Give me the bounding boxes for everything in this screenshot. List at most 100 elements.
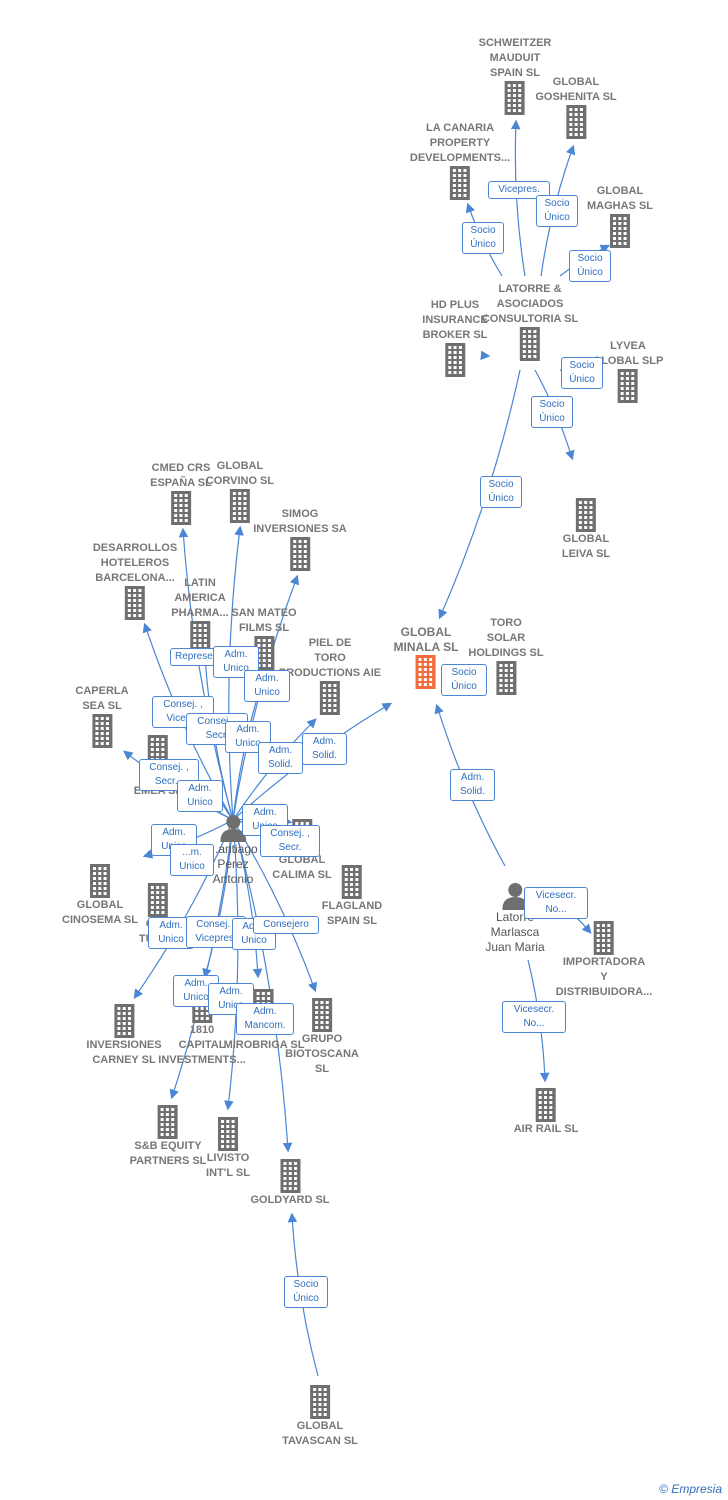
relationship-label-e25[interactable]: ...m.Unico bbox=[170, 844, 214, 876]
building-icon bbox=[576, 498, 596, 532]
footer[interactable]: © Empresia bbox=[659, 1482, 722, 1496]
building-icon bbox=[610, 214, 630, 248]
relationship-label-e9[interactable]: Adm.Solid. bbox=[450, 769, 495, 801]
company-name[interactable]: GOLDYARD SL bbox=[250, 1194, 330, 1206]
edge-15 bbox=[133, 819, 234, 999]
company-node-goldyard[interactable]: GOLDYARD SL bbox=[250, 1159, 330, 1208]
building-icon bbox=[319, 681, 340, 715]
relationship-label-e14[interactable]: Adm.Unico bbox=[244, 670, 290, 702]
relationship-label-e10[interactable]: Vicesecr.No... bbox=[524, 887, 588, 919]
person-icon bbox=[220, 815, 246, 842]
building-icon bbox=[342, 865, 362, 899]
company-node-airrail[interactable]: AIR RAIL SL bbox=[513, 1088, 579, 1137]
building-icon bbox=[594, 921, 614, 955]
edge-20 bbox=[224, 819, 239, 1111]
company-name[interactable]: AIR RAIL SL bbox=[513, 1123, 579, 1135]
building-icon bbox=[90, 864, 110, 898]
relationship-label-e23[interactable]: Consej. ,Secr. bbox=[260, 825, 320, 857]
relationship-label-e18[interactable]: Adm.Solid. bbox=[258, 742, 303, 774]
relationship-label-e1[interactable]: Vicepres. bbox=[488, 181, 550, 199]
building-icon bbox=[279, 1159, 300, 1193]
building-icon bbox=[229, 489, 250, 523]
building-icon bbox=[158, 1105, 178, 1139]
building-icon bbox=[617, 369, 638, 403]
building-icon bbox=[450, 166, 470, 200]
relationship-label-e32[interactable]: Adm.Mancom. bbox=[236, 1003, 294, 1035]
relationship-label-e17[interactable]: Adm.Unico bbox=[225, 721, 271, 753]
edge-24 bbox=[510, 119, 526, 277]
building-icon bbox=[566, 105, 586, 139]
relationship-label-e29[interactable]: Consejero bbox=[253, 916, 319, 934]
relationship-label-e11[interactable]: Vicesecr.No... bbox=[502, 1001, 566, 1033]
relationship-label-e19[interactable]: Adm.Solid. bbox=[302, 733, 347, 765]
relationship-label-e21[interactable]: Adm.Unico bbox=[177, 780, 223, 812]
